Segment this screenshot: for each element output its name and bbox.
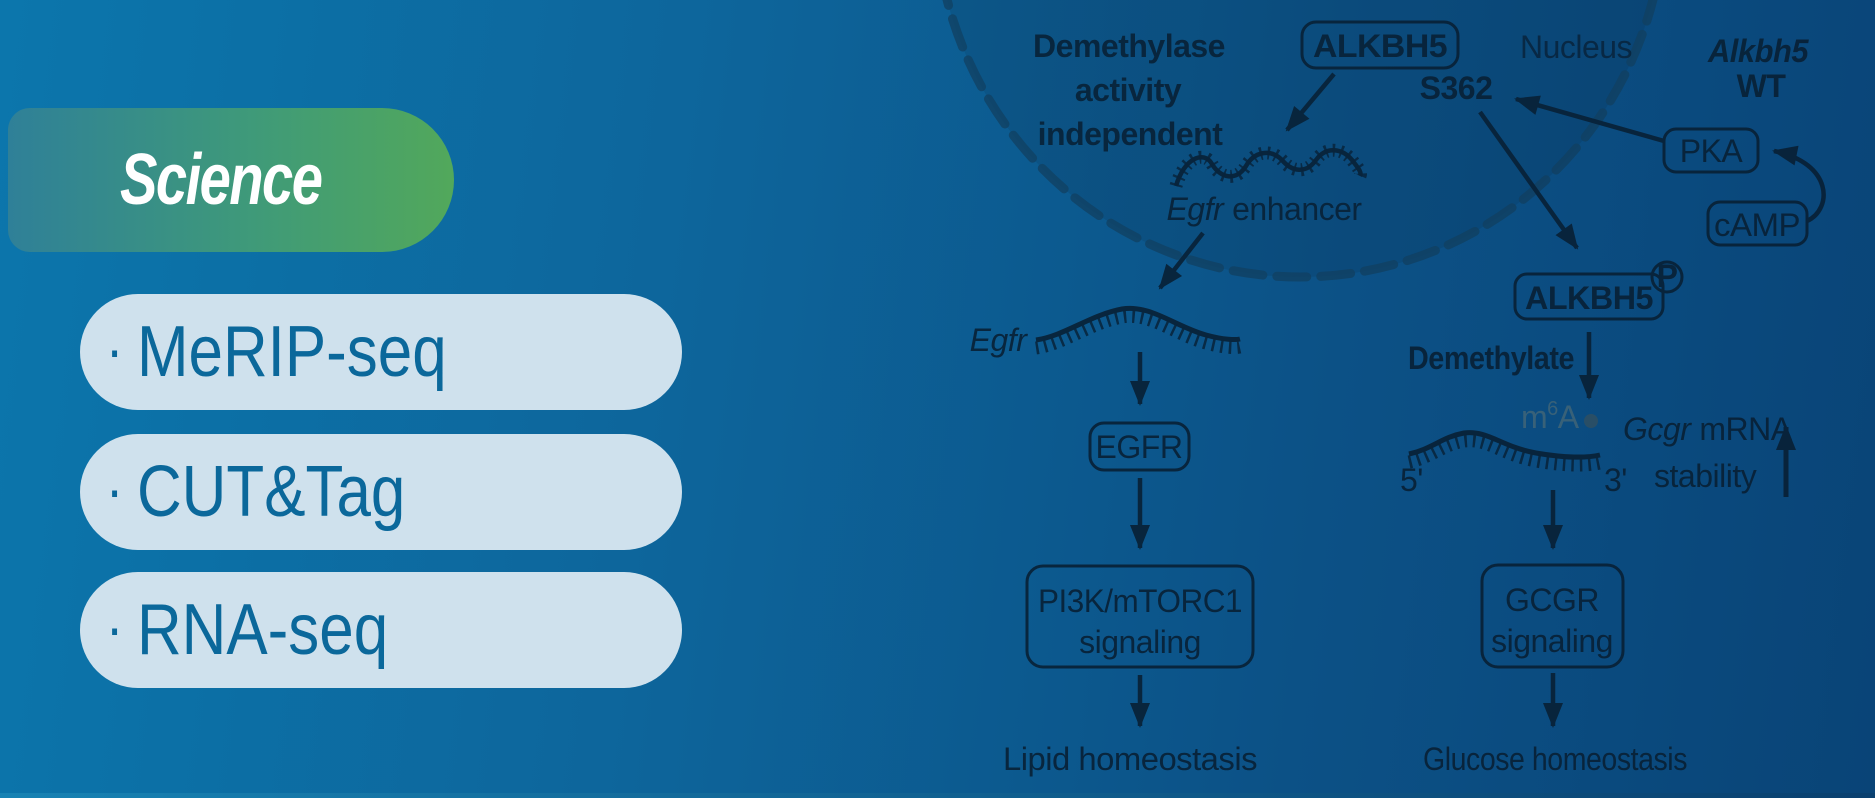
camp-label: cAMP (1714, 207, 1800, 243)
alkbh5-to-enhancer-arrow (1285, 72, 1336, 132)
s362-label: S362 (1420, 70, 1493, 106)
left-panel: Science ·MeRIP-seq ·CUT&Tag ·RNA-seq (0, 0, 700, 798)
enhancer-to-mrna-arrow (1158, 231, 1205, 290)
alkbh5-phospho-box (1513, 272, 1665, 321)
pi3k-mtorc1-line1: PI3K/mTORC1 (1038, 583, 1242, 619)
m6a-mark-dot (1584, 414, 1598, 428)
alkbh5-phospho-label: ALKBH5 (1525, 280, 1653, 316)
nuclear-envelope (942, 0, 1658, 282)
alkbh5-box (1300, 20, 1460, 70)
m6a-m: m (1521, 399, 1547, 435)
pi3k-mtorc1-line2: signaling (1079, 624, 1201, 660)
gcgr-mrna-strand (1407, 430, 1602, 472)
tag-pill-content: ·RNA-seq (106, 589, 388, 671)
camp-to-pka-arrow (1772, 145, 1826, 224)
egfr-gene-label: Egfr (970, 322, 1029, 358)
egfr-enhancer-rest: enhancer (1232, 191, 1362, 227)
alkbh5-box-label: ALKBH5 (1313, 28, 1447, 64)
pka-to-s362-arrow (1514, 95, 1665, 144)
tag-label: RNA-seq (136, 590, 389, 670)
demethylate-label: Demethylate (1408, 340, 1574, 376)
gcgr-mrna-rest: mRNA (1699, 411, 1792, 447)
stability-label: stability (1654, 458, 1757, 494)
condition-genotype-label: WT (1737, 68, 1787, 104)
glucose-homeostasis-label: Glucose homeostasis (1423, 741, 1687, 777)
demethylase-activity-line2: activity (1075, 72, 1182, 108)
three-prime-label: 3' (1604, 462, 1627, 498)
tag-pill-content: ·MeRIP-seq (106, 311, 447, 393)
bottom-edge-strip (0, 793, 1875, 798)
phospho-p-label: P (1657, 258, 1678, 294)
science-logo-text: Science (120, 140, 323, 220)
nucleus-interior (947, 0, 1653, 277)
five-prime-label: 5' (1400, 462, 1423, 498)
gcgr-signaling-box (1480, 563, 1625, 669)
bullet-dot: · (106, 316, 124, 383)
tag-pill-cut-and-tag[interactable]: ·CUT&Tag (80, 434, 682, 550)
gcgr-gene: Gcgr (1623, 411, 1692, 447)
egfr-receptor-box (1088, 421, 1191, 472)
m6a-a: A (1558, 399, 1580, 435)
m6a-six: 6 (1547, 398, 1558, 420)
nucleus-label: Nucleus (1520, 29, 1632, 65)
gcgr-line1: GCGR (1505, 582, 1599, 618)
egfr-enhancer-gene: Egfr (1166, 191, 1225, 227)
tag-label: CUT&Tag (136, 452, 406, 532)
bullet-dot: · (106, 594, 124, 661)
pka-label: PKA (1680, 133, 1744, 169)
condition-gene-label: Alkbh5 (1707, 33, 1810, 69)
bullet-dot: · (106, 456, 124, 523)
s362-to-alkbh5p-arrow (1478, 110, 1579, 250)
lipid-homeostasis-label: Lipid homeostasis (1003, 741, 1257, 777)
m6a-label: m6A (1521, 398, 1580, 435)
tag-pill-rna-seq[interactable]: ·RNA-seq (80, 572, 682, 688)
science-logo-badge: Science (8, 108, 454, 252)
egfr-enhancer-coil (1169, 143, 1367, 189)
egfr-mrna (1034, 305, 1242, 355)
tag-pill-merip-seq[interactable]: ·MeRIP-seq (80, 294, 682, 410)
demethylase-activity-line1: Demethylase (1033, 28, 1225, 64)
tag-label: MeRIP-seq (136, 312, 447, 392)
gcgr-line2: signaling (1491, 623, 1613, 659)
egfr-receptor-label: EGFR (1096, 429, 1183, 465)
phospho-circle (1650, 260, 1684, 294)
pi3k-mtorc1-box (1025, 564, 1255, 669)
tag-pill-content: ·CUT&Tag (106, 451, 405, 533)
camp-box (1706, 200, 1809, 247)
pka-box (1662, 127, 1760, 174)
demethylase-activity-line3: independent (1038, 116, 1224, 152)
